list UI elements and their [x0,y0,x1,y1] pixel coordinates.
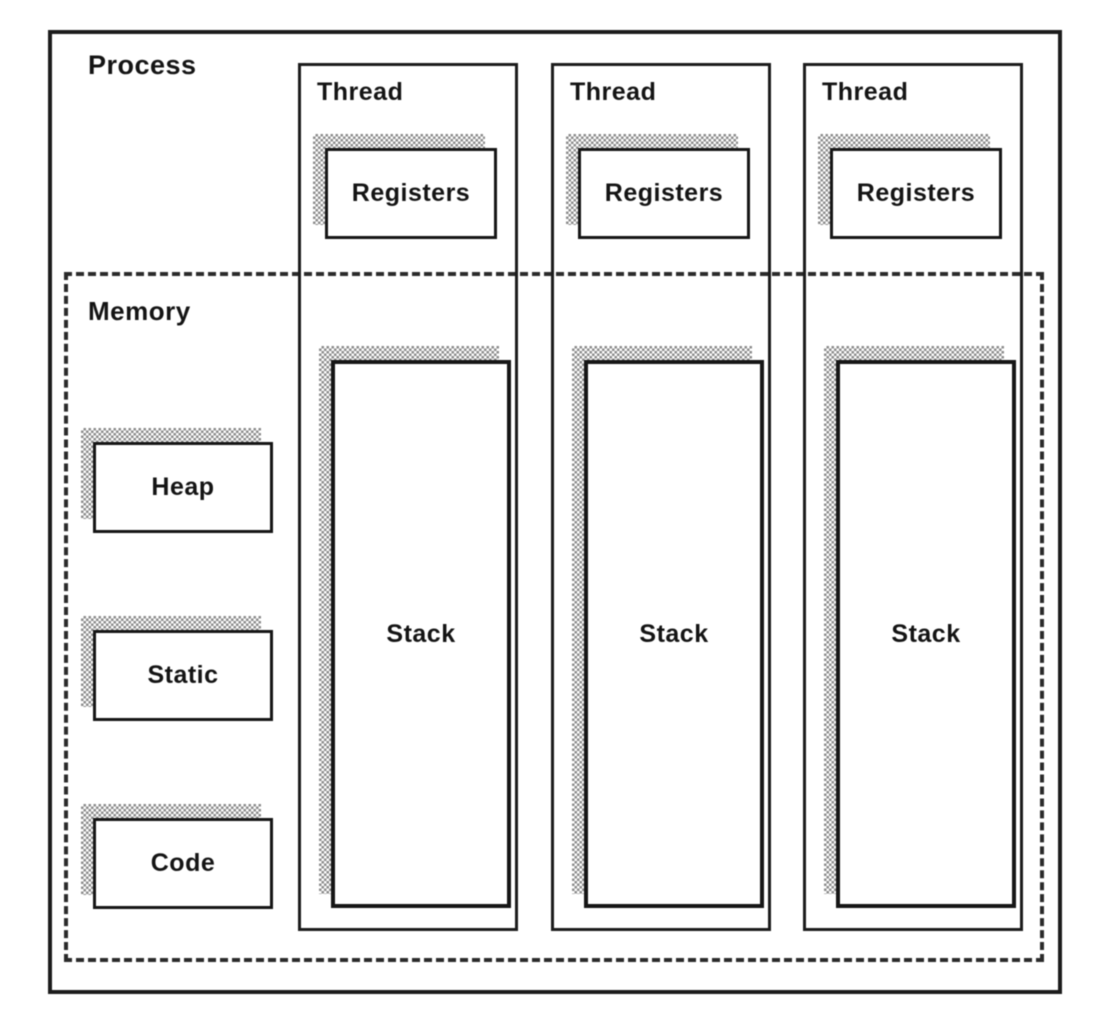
registers-box: Registers [313,134,497,239]
thread-column-3: Thread Registers Stack [803,63,1023,931]
memory-label: Memory [88,296,191,326]
code-box-face: Code [93,818,273,909]
stack-label: Stack [386,619,456,648]
stack-box: Stack [572,346,764,908]
stack-box-face: Stack [584,360,764,908]
registers-box-face: Registers [578,148,750,239]
registers-label: Registers [856,179,976,207]
registers-box: Registers [566,134,750,239]
registers-box-face: Registers [830,148,1002,239]
thread-label: Thread [317,78,404,106]
thread-column-1: Thread Registers Stack [298,63,518,931]
stack-label: Stack [639,619,709,648]
memory-dashed-box [64,272,1044,962]
registers-box-face: Registers [325,148,497,239]
thread-label: Thread [570,78,657,106]
thread-label: Thread [822,78,909,106]
stack-box: Stack [824,346,1016,908]
registers-label: Registers [351,179,471,207]
heap-label: Heap [151,473,215,501]
stack-box: Stack [319,346,511,908]
stack-box-face: Stack [836,360,1016,908]
heap-box: Heap [81,428,273,533]
registers-label: Registers [604,179,724,207]
thread-column-2: Thread Registers Stack [551,63,771,931]
code-box: Code [81,804,273,909]
static-box: Static [81,616,273,721]
static-box-face: Static [93,630,273,721]
process-label: Process [88,50,197,80]
stack-label: Stack [891,619,961,648]
stack-box-face: Stack [331,360,511,908]
registers-box: Registers [818,134,1002,239]
code-label: Code [150,849,216,877]
heap-box-face: Heap [93,442,273,533]
static-label: Static [147,661,219,689]
